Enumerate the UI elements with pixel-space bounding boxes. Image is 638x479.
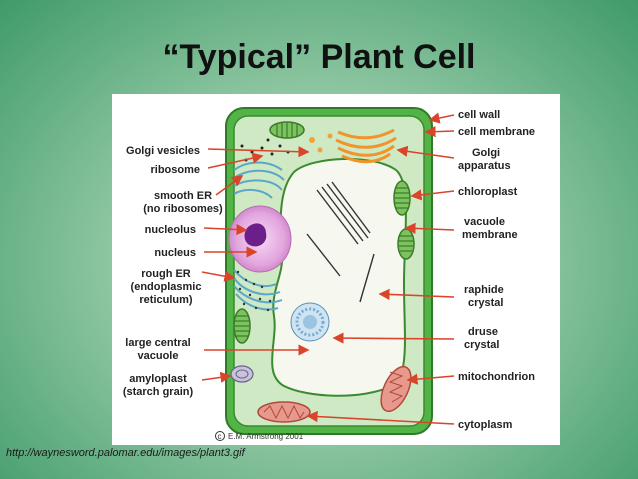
slide-title: “Typical” Plant Cell xyxy=(162,38,476,76)
label-smooth-er-note: (no ribosomes) xyxy=(143,203,223,215)
label-raphide: raphide xyxy=(464,284,504,296)
label-cell-wall: cell wall xyxy=(458,109,500,121)
central-vacuole xyxy=(271,157,407,397)
label-rough-er-note-1: (endoplasmic xyxy=(131,281,202,293)
raphide-crystal xyxy=(306,181,375,303)
label-druse: druse xyxy=(468,326,498,338)
svg-text:c: c xyxy=(218,432,222,441)
amyloplast xyxy=(230,365,254,383)
druse-crystal xyxy=(290,302,330,342)
chloroplast-top xyxy=(269,121,305,139)
rough-er-ribosomes xyxy=(236,270,272,312)
label-amyloplast-2: (starch grain) xyxy=(123,386,194,398)
label-amyloplast: amyloplast xyxy=(129,373,187,385)
label-vacuole: large central xyxy=(125,337,190,349)
label-golgi-2: apparatus xyxy=(458,160,511,172)
label-smooth-er: smooth ER xyxy=(154,190,212,202)
label-cell-membrane: cell membrane xyxy=(458,126,535,138)
golgi-vesicles xyxy=(309,133,333,153)
right-labels: cell wall cell membrane Golgi apparatus … xyxy=(458,109,535,431)
label-vacuole-membrane-2: membrane xyxy=(462,229,518,241)
label-ribosome: ribosome xyxy=(150,164,200,176)
label-vacuole-membrane: vacuole xyxy=(464,216,505,228)
label-rough-er: rough ER xyxy=(141,268,191,280)
label-arrows-right xyxy=(306,112,455,425)
mitochondrion-bottom xyxy=(257,401,311,423)
chloroplast-left xyxy=(233,308,251,344)
diagram-panel: Golgi vesicles ribosome smooth ER (no ri… xyxy=(112,94,560,445)
chloroplast-right-2 xyxy=(397,228,415,260)
label-rough-er-note-2: reticulum) xyxy=(139,294,193,306)
label-arrows-left xyxy=(201,146,310,383)
mitochondrion-right xyxy=(380,365,412,413)
plant-cell-diagram: Golgi vesicles ribosome smooth ER (no ri… xyxy=(123,107,535,441)
label-mitochondrion: mitochondrion xyxy=(458,371,535,383)
golgi-apparatus xyxy=(335,128,397,164)
label-nucleolus: nucleolus xyxy=(145,224,196,236)
nucleolus xyxy=(244,223,267,247)
label-cytoplasm: cytoplasm xyxy=(458,419,513,431)
label-chloroplast: chloroplast xyxy=(458,186,518,198)
chloroplast-right-1 xyxy=(393,180,411,216)
label-vacuole-2: vacuole xyxy=(138,350,179,362)
copyright-text: E.M. Armstrong 2001 xyxy=(228,432,304,441)
label-raphide-2: crystal xyxy=(468,297,503,309)
copyright-mark: c E.M. Armstrong 2001 xyxy=(215,431,304,441)
left-labels: Golgi vesicles ribosome smooth ER (no ri… xyxy=(123,145,223,398)
label-golgi-vesicles: Golgi vesicles xyxy=(126,145,200,157)
label-golgi: Golgi xyxy=(472,147,500,159)
label-nucleus: nucleus xyxy=(154,247,196,259)
source-url: http://waynesword.palomar.edu/images/pla… xyxy=(6,447,245,459)
label-druse-2: crystal xyxy=(464,339,499,351)
